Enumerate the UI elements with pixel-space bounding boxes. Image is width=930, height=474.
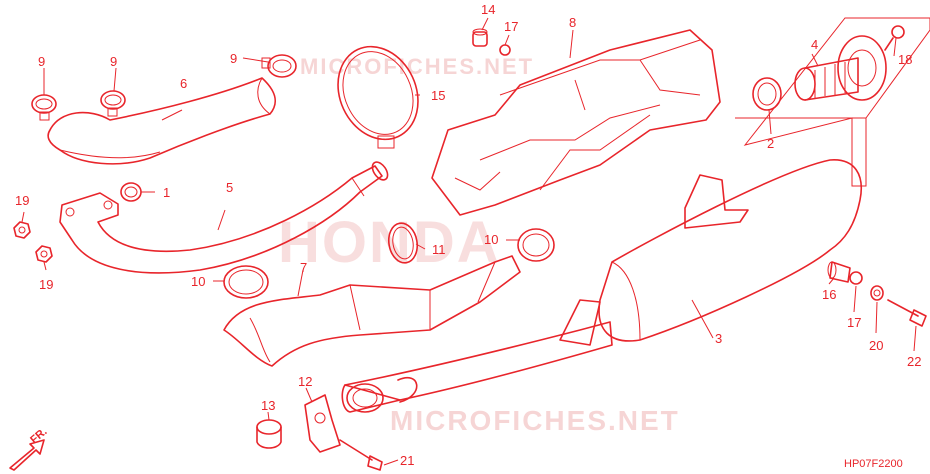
callout-10-left: 10 bbox=[191, 274, 205, 289]
clamp-9-right bbox=[261, 54, 297, 78]
part-17-washer-bottom bbox=[849, 271, 863, 285]
callout-10-right: 10 bbox=[484, 232, 498, 247]
part-12-bracket bbox=[304, 394, 341, 453]
part-3-muffler bbox=[341, 159, 862, 413]
callout-19-lower: 19 bbox=[39, 277, 53, 292]
part-18-screw bbox=[884, 25, 905, 51]
part-5-exhaust-pipe bbox=[59, 161, 389, 274]
callout-15: 15 bbox=[431, 88, 445, 103]
clamp-10-left bbox=[223, 265, 269, 299]
callout-11: 11 bbox=[432, 242, 446, 257]
watermark-site-bottom: MICROFICHES.NET bbox=[390, 405, 680, 436]
clamp-10-right bbox=[517, 228, 555, 262]
callout-9-left: 9 bbox=[38, 54, 45, 69]
leader-lines bbox=[21, 17, 917, 466]
part-16-collar bbox=[827, 261, 851, 283]
callout-4: 4 bbox=[811, 37, 818, 52]
part-15-band-clamp bbox=[337, 45, 419, 149]
callout-14: 14 bbox=[481, 2, 495, 17]
callout-2: 2 bbox=[767, 136, 774, 151]
callout-8: 8 bbox=[569, 15, 576, 30]
callout-19-upper: 19 bbox=[15, 193, 29, 208]
callout-labels: 9 9 9 6 15 1 5 19 19 14 17 8 4 18 2 11 1… bbox=[15, 2, 921, 468]
part-2-gasket bbox=[752, 77, 782, 111]
callout-3: 3 bbox=[715, 331, 722, 346]
callout-9-right: 9 bbox=[230, 51, 237, 66]
callout-1: 1 bbox=[163, 185, 170, 200]
diagram-code: HP07F2200 bbox=[844, 458, 903, 470]
callout-16: 16 bbox=[822, 287, 836, 302]
callout-20: 20 bbox=[869, 338, 883, 353]
callout-7: 7 bbox=[300, 260, 307, 275]
part-11-clamp bbox=[387, 222, 419, 264]
callout-6: 6 bbox=[180, 76, 187, 91]
front-direction-arrow: FR. bbox=[9, 426, 50, 471]
part-22-bolt bbox=[887, 299, 927, 327]
part-6-tube bbox=[47, 77, 277, 165]
part-4-spark-arrester bbox=[794, 35, 887, 101]
callout-17-top: 17 bbox=[504, 19, 518, 34]
callout-22: 22 bbox=[907, 354, 921, 369]
callout-18: 18 bbox=[898, 52, 912, 67]
callout-13: 13 bbox=[261, 398, 275, 413]
callout-9-middle: 9 bbox=[110, 54, 117, 69]
nut-19-upper bbox=[13, 221, 31, 239]
part-1-gasket bbox=[120, 182, 142, 202]
part-13-mount bbox=[256, 419, 282, 449]
part-7-mid-pipe-shield bbox=[223, 255, 521, 367]
part-21-bolt bbox=[339, 439, 383, 471]
watermark-site-top: MICROFICHES.NET bbox=[300, 54, 534, 79]
nut-19-lower bbox=[35, 245, 53, 263]
callout-12: 12 bbox=[298, 374, 312, 389]
clamp-9-left bbox=[31, 94, 57, 121]
callout-17-bottom: 17 bbox=[847, 315, 861, 330]
part-14-collar bbox=[472, 28, 488, 47]
callout-5: 5 bbox=[226, 180, 233, 195]
part-20-washer bbox=[870, 285, 884, 301]
callout-21: 21 bbox=[400, 453, 414, 468]
part-8-heat-shield bbox=[431, 29, 721, 216]
clamp-9-middle bbox=[100, 90, 126, 117]
